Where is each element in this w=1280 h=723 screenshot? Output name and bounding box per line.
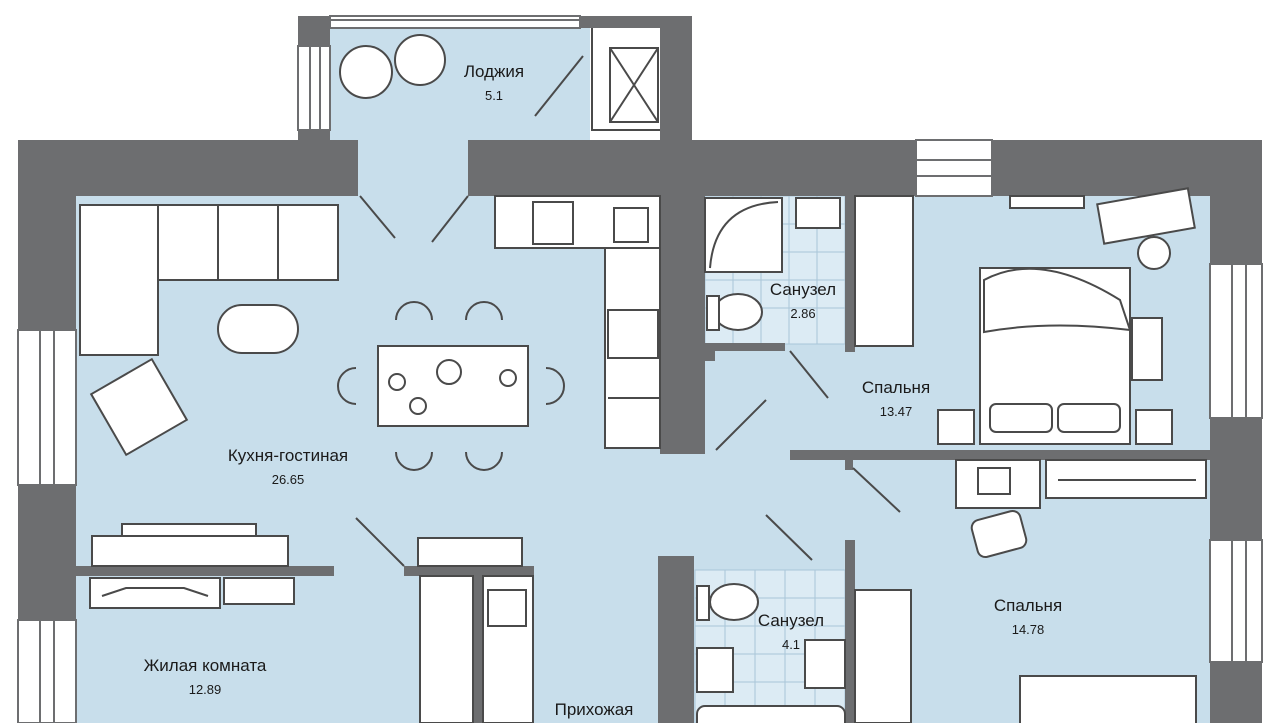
wall-bath1-right [845, 196, 855, 352]
bath1-fixtures [704, 195, 914, 347]
room-area: 13.47 [879, 404, 913, 419]
washer [804, 639, 846, 689]
window-left-top [17, 329, 77, 486]
wall-outer-left-mid [18, 485, 76, 620]
room-name: Кухня-гостиная [227, 446, 349, 465]
hall-wardrobe-left [419, 575, 474, 723]
wardrobe-2 [854, 589, 912, 723]
desk-chair [970, 509, 1028, 559]
corner-shower [704, 197, 783, 273]
loggia-chair [339, 45, 393, 99]
windows [17, 15, 1263, 723]
room-label-bedroom2: Спальня 14.78 [994, 596, 1062, 638]
loggia-furniture [339, 34, 659, 123]
kitchen-living-furniture [79, 195, 661, 567]
room-name: Спальня [861, 378, 931, 397]
bedroom1-furniture [937, 187, 1196, 445]
loggia-table [394, 34, 446, 86]
walls [18, 16, 1262, 723]
wall-top-left [18, 140, 358, 196]
wall-outer-right-bot [1210, 662, 1262, 723]
hall-furniture [419, 575, 534, 723]
nightstand-1 [937, 409, 975, 445]
room-name: Жилая комната [143, 656, 267, 675]
room-area: 5.1 [484, 88, 504, 103]
room-label-bath1: Санузел 2.86 [770, 280, 836, 322]
partitions [76, 343, 1210, 723]
window-loggia-top [329, 15, 581, 29]
room-label-living: Жилая комната 12.89 [144, 656, 267, 698]
room-area: 4.1 [781, 637, 801, 652]
washbasin-2 [696, 647, 734, 693]
room-area: 26.65 [271, 472, 305, 487]
wall-outer-right-top [1210, 140, 1262, 264]
room-name: Лоджия [463, 62, 525, 81]
wall-loggia-left-low [298, 130, 330, 142]
wall-loggia-right [660, 16, 692, 196]
room-label-loggia: Лоджия 5.1 [464, 62, 524, 104]
wall-bath2-right [845, 540, 855, 723]
room-name: Санузел [769, 280, 837, 299]
window-left-bot [17, 619, 77, 723]
room-name: Санузел [757, 611, 825, 630]
window-right-top [1209, 263, 1263, 419]
kitchen-sink [613, 207, 649, 243]
coffee-table [217, 304, 299, 354]
window-loggia-left [297, 45, 331, 131]
window-right-bot [1209, 539, 1263, 663]
shelf-bedroom1 [1009, 195, 1085, 209]
room-area: 12.89 [188, 682, 222, 697]
room-label-bedroom1: Спальня 13.47 [862, 378, 930, 420]
room-name: Спальня [993, 596, 1063, 615]
toilet-1 [713, 293, 763, 331]
bookshelf [223, 577, 295, 605]
door-swings [355, 28, 901, 567]
toilet-2 [709, 583, 759, 621]
armchair [89, 357, 189, 457]
room-name: Прихожая [554, 700, 634, 719]
kitchen-stove [607, 309, 659, 359]
nightstand-2 [1135, 409, 1173, 445]
wall-outer-right-mid [1210, 418, 1262, 540]
bench [1131, 317, 1163, 381]
desk-bedroom1 [1096, 187, 1196, 245]
room-label-kitchen: Кухня-гостиная 26.65 [228, 446, 348, 488]
bath2-fixtures [696, 583, 846, 723]
kitchen-hob [532, 201, 574, 245]
bed-2 [1019, 675, 1197, 723]
living-furniture [89, 577, 295, 609]
bedroom2-furniture [854, 459, 1207, 723]
shelf-hall [417, 537, 523, 567]
room-label-hall: Прихожая [555, 700, 634, 720]
washbasin-1 [795, 197, 841, 229]
tv-stand [91, 535, 289, 567]
room-area: 14.78 [1011, 622, 1045, 637]
room-label-bath2: Санузел 4.1 [758, 611, 824, 653]
wardrobe-1 [854, 195, 914, 347]
room-area: 2.86 [790, 306, 816, 321]
wall-kitchen-bath [660, 196, 705, 454]
bathtub [696, 705, 846, 723]
wall-bath2-left [658, 556, 694, 723]
window-top-right [915, 139, 993, 197]
